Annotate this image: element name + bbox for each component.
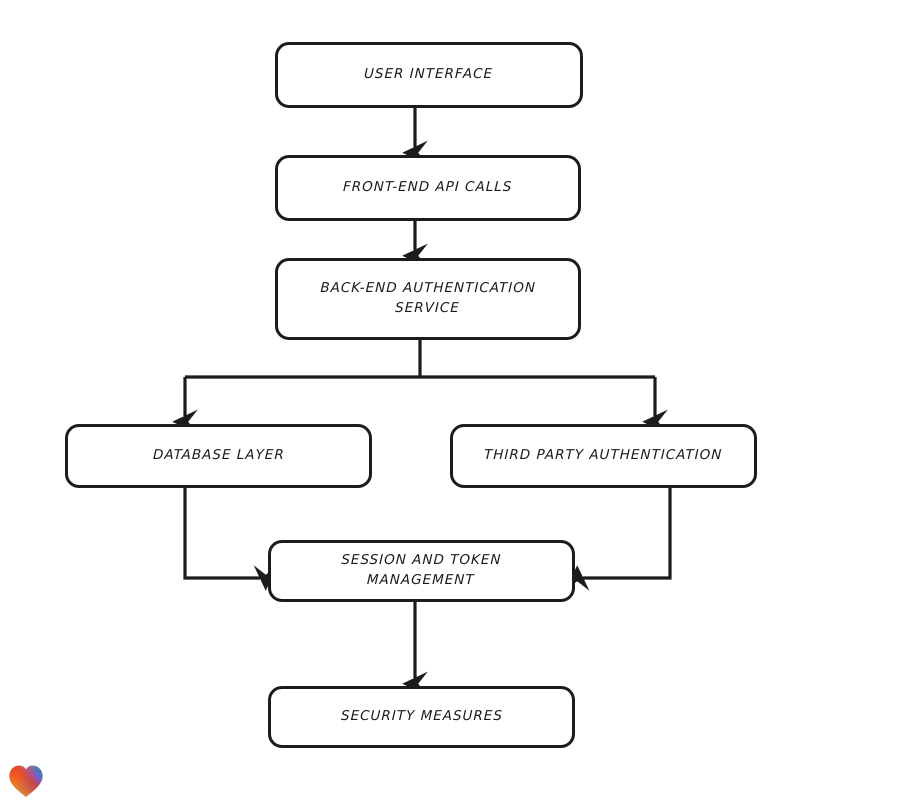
edge-backend-split-bus [185,340,655,379]
node-database-layer[interactable]: DATABASE LAYER [65,424,372,488]
node-session-and-token-management[interactable]: SESSION AND TOKEN MANAGEMENT [268,540,575,602]
node-label-third-party-authentication: THIRD PARTY AUTHENTICATION [484,447,723,464]
heart-icon [9,765,43,798]
node-backend-authentication-service[interactable]: BACK-END AUTHENTICATION SERVICE [275,258,581,340]
node-label-user-interface: USER INTERFACE [364,66,494,83]
node-label-session-and-token-management: SESSION AND TOKEN MANAGEMENT [341,552,503,588]
edge-database-to-session [183,488,278,591]
node-security-measures[interactable]: SECURITY MEASURES [268,686,575,748]
node-user-interface[interactable]: USER INTERFACE [275,42,583,108]
node-label-security-measures: SECURITY MEASURES [340,708,503,725]
node-third-party-authentication[interactable]: THIRD PARTY AUTHENTICATION [450,424,757,488]
node-label-frontend-api-calls: FRONT-END API CALLS [343,179,513,196]
node-label-database-layer: DATABASE LAYER [152,447,285,464]
node-frontend-api-calls[interactable]: FRONT-END API CALLS [275,155,581,221]
node-label-backend-authentication-service: BACK-END AUTHENTICATION SERVICE [320,280,537,316]
edge-thirdparty-to-session [565,488,672,591]
